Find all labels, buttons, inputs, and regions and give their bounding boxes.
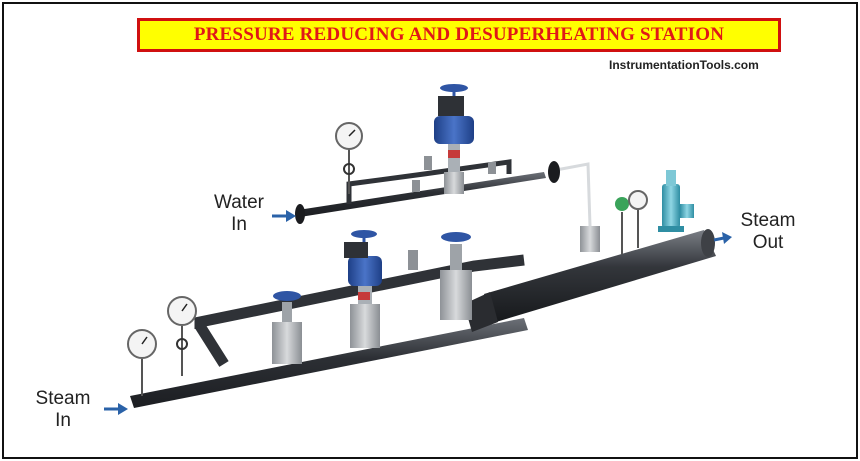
water-in-label-line1: Water xyxy=(214,192,264,213)
steam-needle-valve xyxy=(408,250,418,270)
steam-out-label-line1: Steam xyxy=(740,210,796,231)
water-injection-line xyxy=(555,162,592,227)
steam-out-label-line2: Out xyxy=(752,232,784,253)
steam-isolation-gate-valve-icon xyxy=(440,232,472,320)
steam-in-label: Steam In xyxy=(26,388,100,432)
water-pressure-gauge-icon xyxy=(335,122,363,194)
steam-out-arrow-icon xyxy=(713,232,732,244)
steam-inlet-pressure-gauge-icon xyxy=(127,329,157,396)
safety-valve-icon xyxy=(658,170,694,232)
steam-in-label-line2: In xyxy=(55,410,71,431)
water-needle-valve xyxy=(424,156,432,170)
outlet-instrument-icon xyxy=(615,197,629,254)
outlet-end-cap xyxy=(701,229,715,257)
water-in-label: Water In xyxy=(204,192,274,236)
steam-line xyxy=(104,170,732,415)
site-credit: InstrumentationTools.com xyxy=(609,58,759,72)
water-pipe xyxy=(298,172,546,217)
title-banner: PRESSURE REDUCING AND DESUPERHEATING STA… xyxy=(137,18,781,52)
water-inlet-flange xyxy=(295,204,305,224)
steam-bypass-drop xyxy=(195,323,229,367)
diagram-title: PRESSURE REDUCING AND DESUPERHEATING STA… xyxy=(193,24,725,45)
water-in-label-line2: In xyxy=(231,214,247,235)
steam-out-label: Steam Out xyxy=(729,210,807,254)
outlet-pressure-gauge-icon xyxy=(628,190,648,248)
piping-diagram xyxy=(104,84,732,415)
reducer-cone xyxy=(464,292,498,332)
steam-bypass-pipe xyxy=(194,254,525,329)
water-outlet-flange xyxy=(548,161,560,183)
steam-control-valve-icon xyxy=(344,230,382,348)
water-line xyxy=(272,84,592,227)
steam-inlet-pipe xyxy=(130,318,528,408)
steam-in-label-line1: Steam xyxy=(35,388,91,409)
spray-nozzle xyxy=(580,226,600,252)
steam-in-arrow-icon xyxy=(104,403,128,415)
water-in-arrow-icon xyxy=(272,210,296,222)
water-needle-valve xyxy=(412,180,420,192)
steam-gate-valve-icon xyxy=(272,291,302,364)
desuperheater-body xyxy=(484,230,716,322)
water-control-valve-icon xyxy=(434,84,474,194)
water-needle-valve xyxy=(488,162,496,174)
steam-pressure-gauge-icon xyxy=(167,296,197,376)
